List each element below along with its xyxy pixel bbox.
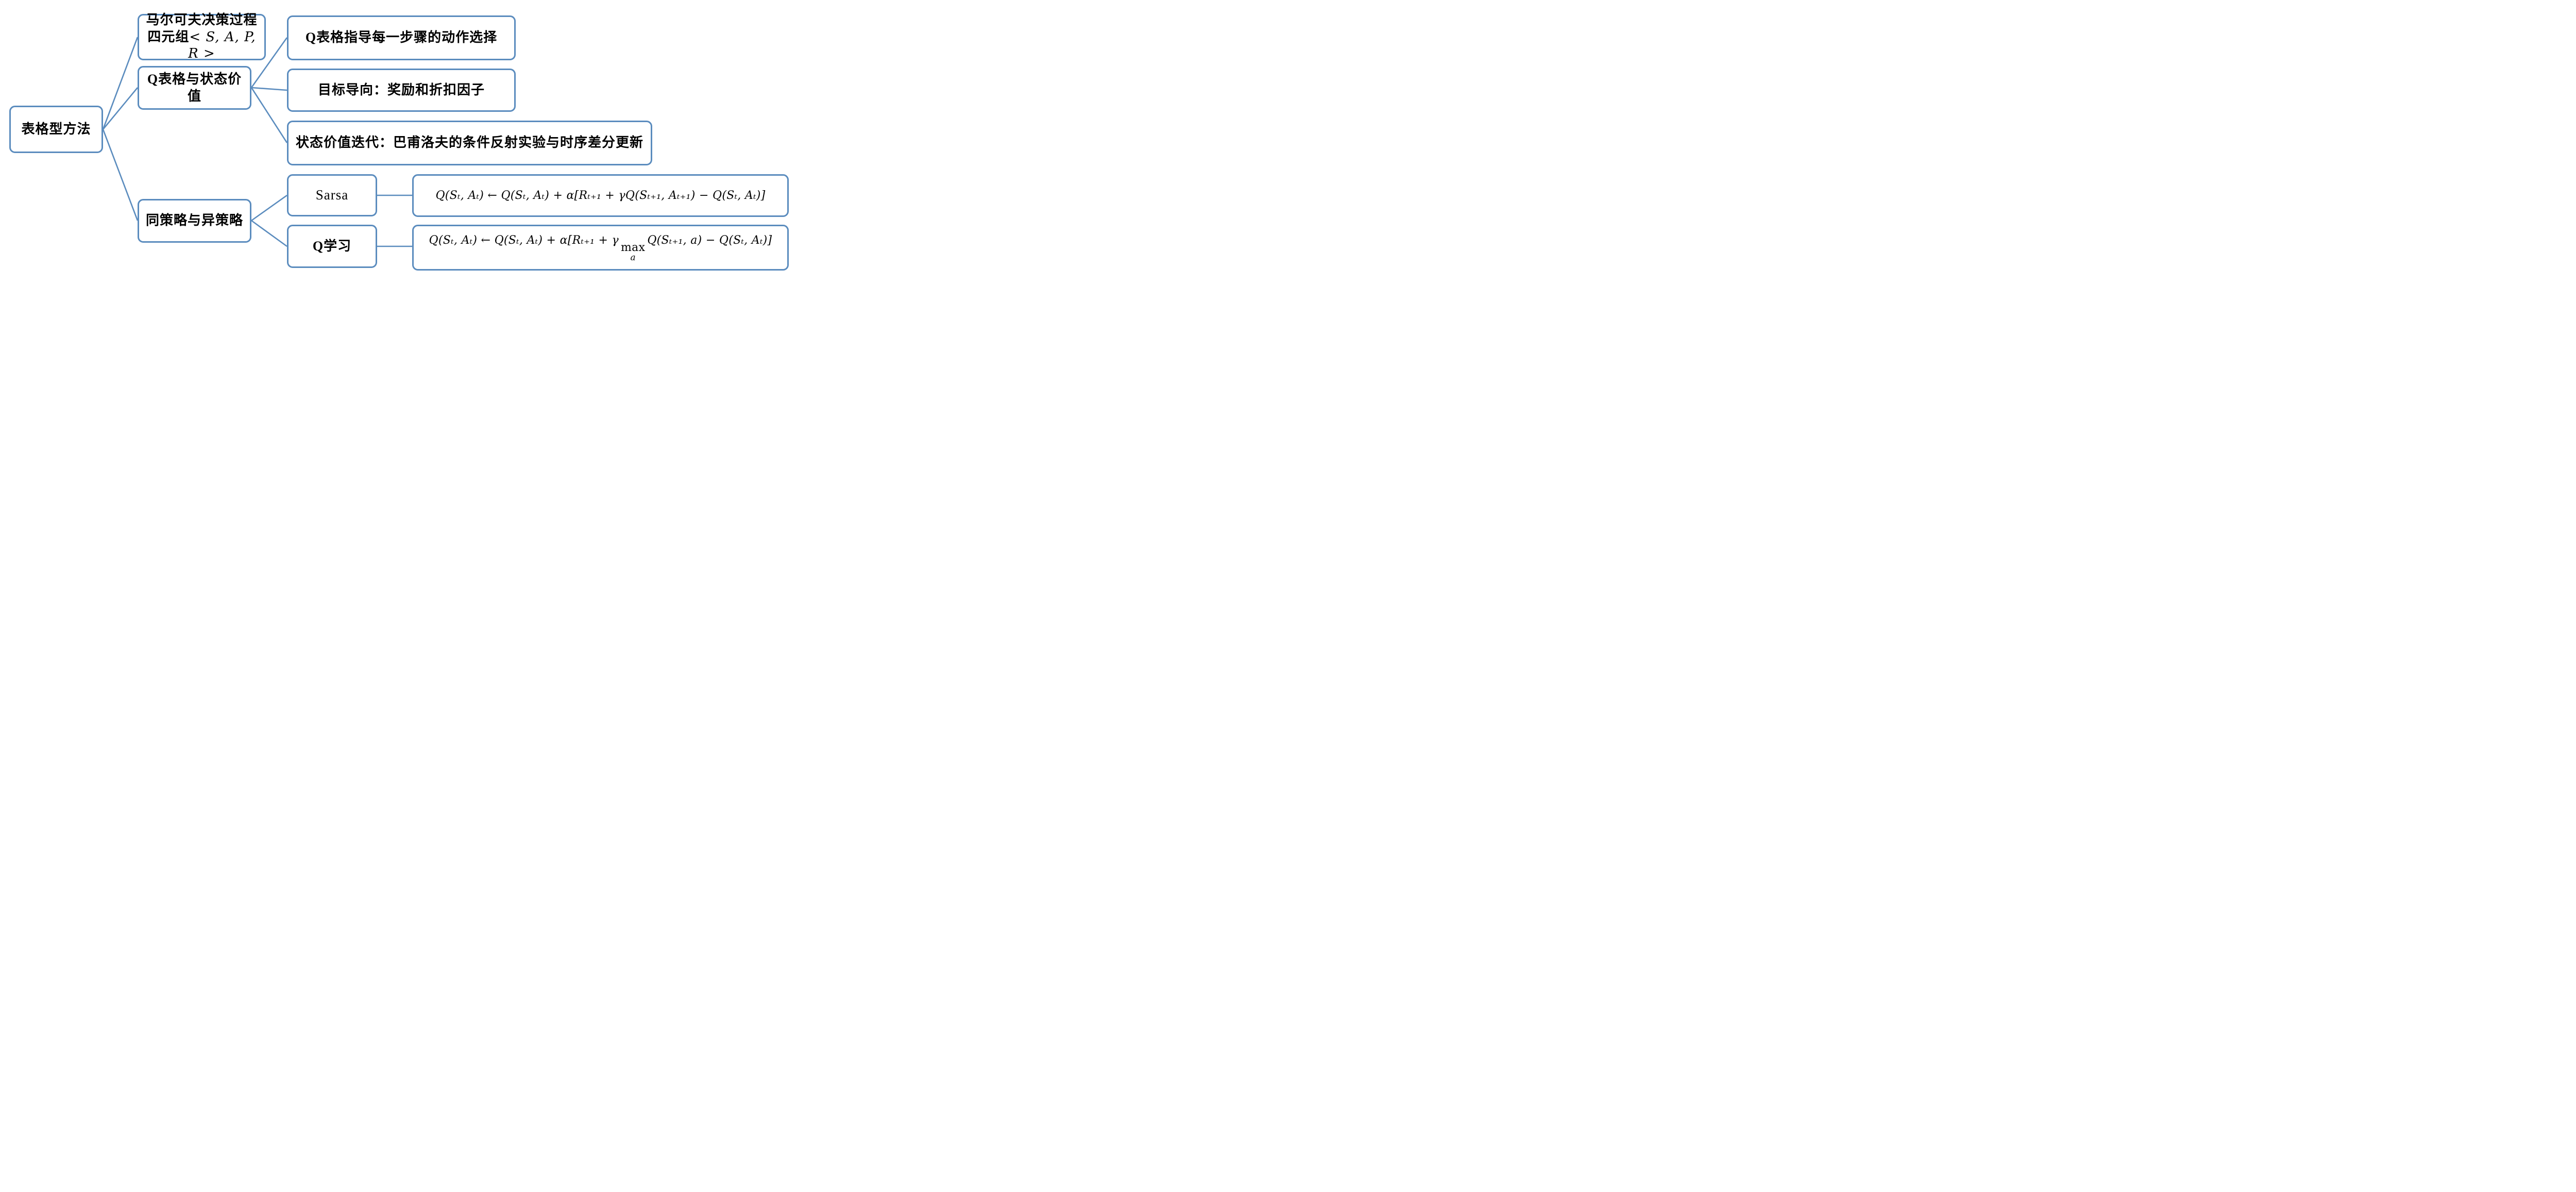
node-goal-oriented[interactable]: 目标导向：奖励和折扣因子 xyxy=(287,69,516,112)
connector-qtable-leaf2 xyxy=(251,87,287,91)
node-label: Q表格指导每一步骤的动作选择 xyxy=(305,30,498,45)
node-label: 表格型方法 xyxy=(21,121,91,137)
node-label: Sarsa xyxy=(315,187,349,203)
formula-text: Q(Sₜ, Aₜ) ← Q(Sₜ, Aₜ) + α[Rₜ₊₁ + γQ(Sₜ₊₁… xyxy=(435,189,766,202)
node-qtable-guides-actions[interactable]: Q表格指导每一步骤的动作选择 xyxy=(287,15,516,60)
formula-pre: Q(Sₜ, Aₜ) ← Q(Sₜ, Aₜ) + α[Rₜ₊₁ + γ xyxy=(429,233,619,247)
connector-root-qtable xyxy=(102,87,139,130)
connector-root-policy xyxy=(102,129,139,221)
connector-root-mdp xyxy=(102,37,139,130)
node-mdp-tuple[interactable]: 马尔可夫决策过程四元组< S, A, P, R > xyxy=(138,12,266,62)
connector-policy-qlearn xyxy=(251,220,287,247)
formula-post: Q(Sₜ₊₁, a) − Q(Sₜ, Aₜ)] xyxy=(647,233,772,247)
connector-qtable-leaf3 xyxy=(250,87,288,143)
node-label: 状态价值迭代：巴甫洛夫的条件反射实验与时序差分更新 xyxy=(295,135,643,150)
node-on-off-policy[interactable]: 同策略与异策略 xyxy=(138,199,251,243)
max-subscript: a xyxy=(630,253,636,263)
node-label: Q表格与状态价值 xyxy=(147,72,242,104)
node-sarsa-update-formula[interactable]: Q(Sₜ, Aₜ) ← Q(Sₜ, Aₜ) + α[Rₜ₊₁ + γQ(Sₜ₊₁… xyxy=(412,174,789,217)
node-value-iteration[interactable]: 状态价值迭代：巴甫洛夫的条件反射实验与时序差分更新 xyxy=(287,121,652,165)
node-label: 目标导向：奖励和折扣因子 xyxy=(317,82,485,97)
mdp-label-math: < S, A, P, R > xyxy=(188,29,256,62)
node-qlearning[interactable]: Q学习 xyxy=(287,225,377,268)
node-label: 同策略与异策略 xyxy=(145,213,243,228)
mindmap-canvas: 表格型方法 马尔可夫决策过程四元组< S, A, P, R > Q表格与状态价值… xyxy=(0,0,805,298)
node-tabular-methods[interactable]: 表格型方法 xyxy=(9,106,103,153)
node-sarsa[interactable]: Sarsa xyxy=(287,174,377,216)
node-label: Q学习 xyxy=(312,238,352,254)
mdp-label-prefix: 马尔可夫决策过程四元组 xyxy=(146,12,258,44)
max-word: max xyxy=(621,241,646,255)
node-qtable-state-value[interactable]: Q表格与状态价值 xyxy=(138,66,251,110)
node-label: 马尔可夫决策过程四元组< S, A, P, R > xyxy=(142,12,262,62)
connector-policy-sarsa xyxy=(251,194,287,222)
connector-lines xyxy=(102,37,412,247)
connector-qtable-leaf1 xyxy=(250,37,288,88)
